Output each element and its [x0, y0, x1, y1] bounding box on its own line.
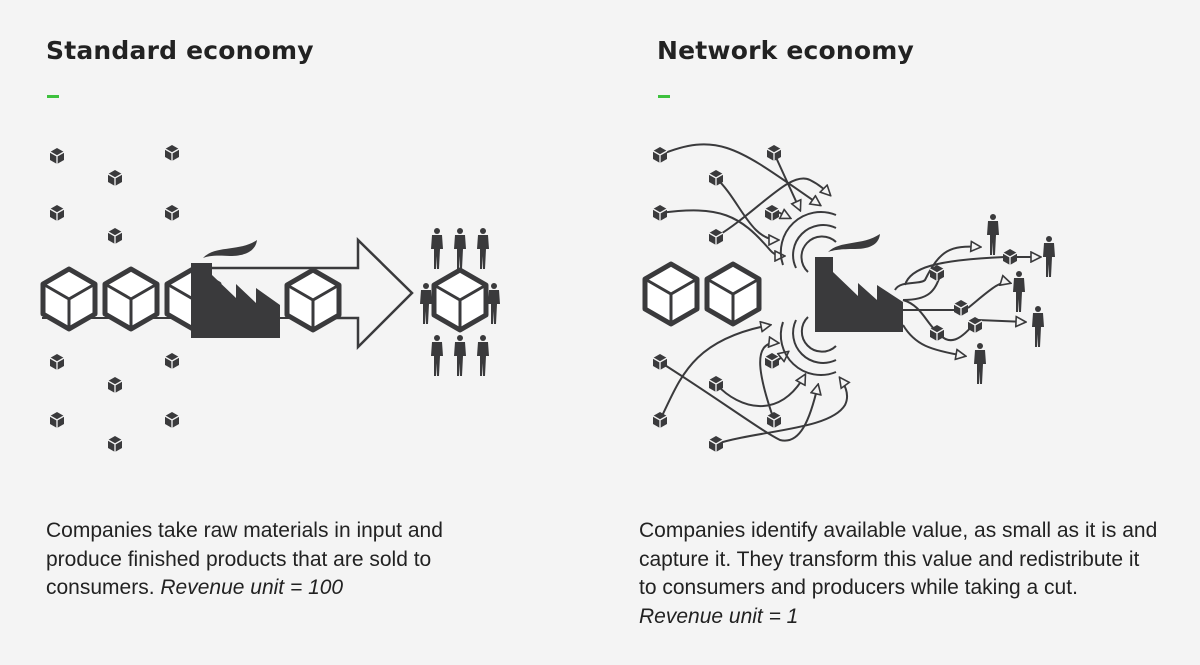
consumers-group [420, 228, 500, 376]
accent-dash [658, 95, 670, 98]
network-factory-icon [815, 257, 903, 332]
standard-economy-description: Companies take raw materials in input an… [46, 517, 516, 603]
description-text: Companies take raw materials in input an… [46, 519, 443, 599]
smoke-icon [203, 240, 257, 258]
product-cube [287, 270, 339, 330]
standard-economy-title: Standard economy [46, 36, 314, 65]
revenue-unit: Revenue unit = 1 [639, 604, 799, 628]
network-input-cubes [645, 264, 759, 324]
network-economy-description: Companies identify available value, as s… [639, 517, 1159, 631]
value-flow-arrows [659, 143, 1040, 445]
revenue-unit: Revenue unit = 100 [160, 576, 344, 599]
factory-icon [191, 263, 280, 338]
description-text: Companies identify available value, as s… [639, 519, 1158, 599]
network-smoke-icon [828, 234, 880, 252]
network-economy-title: Network economy [657, 36, 915, 65]
accent-dash [47, 95, 59, 98]
capture-arcs [779, 211, 837, 376]
network-consumers [974, 214, 1055, 384]
